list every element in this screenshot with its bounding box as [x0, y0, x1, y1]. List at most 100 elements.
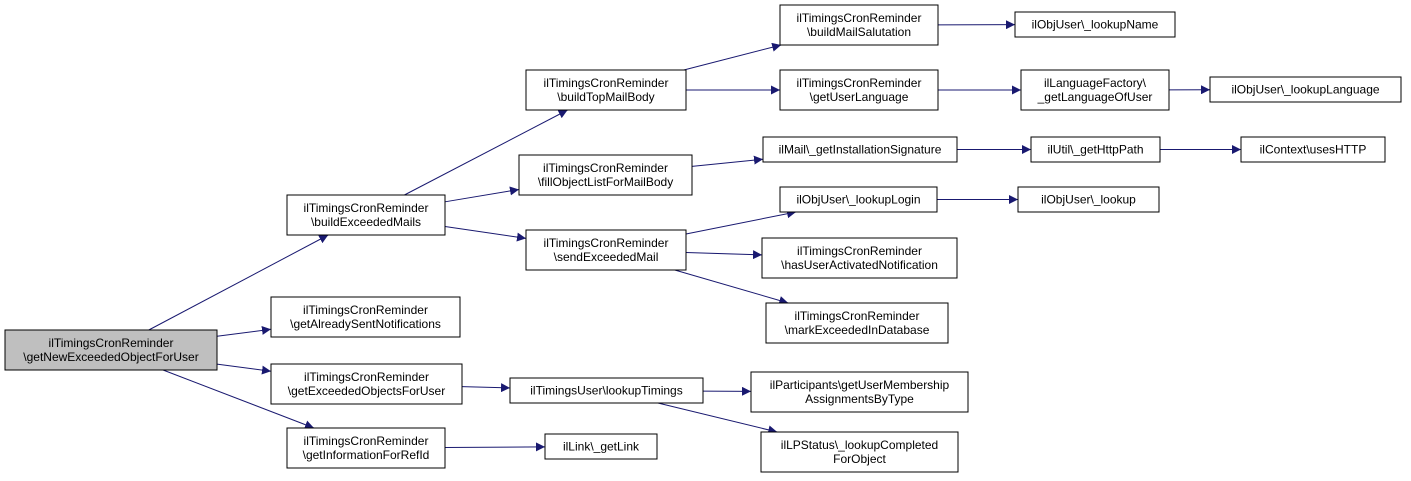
- edge-buildExceededMails-to-fillObjectList: [444, 186, 520, 203]
- node-box: [525, 229, 687, 271]
- node-box: [525, 69, 687, 111]
- node-label-line: ilObjUser\_lookupName: [1032, 18, 1159, 32]
- node-label-line: \markExceededInDatabase: [785, 323, 930, 337]
- node-lookupTimings[interactable]: ilTimingsUser\lookupTimings: [509, 377, 704, 404]
- node-label-line: \hasUserActivatedNotification: [781, 258, 938, 272]
- node-box: [779, 69, 939, 111]
- node-label-line: \buildMailSalutation: [807, 25, 911, 39]
- node-label-line: _getLanguageOfUser: [1037, 90, 1153, 104]
- node-usesHTTP[interactable]: ilContext\usesHTTP: [1240, 136, 1386, 163]
- node-box: [1030, 136, 1161, 163]
- node-getUserLanguage[interactable]: ilTimingsCronReminder\getUserLanguage: [779, 69, 939, 111]
- node-lookup[interactable]: ilObjUser\_lookup: [1017, 186, 1160, 213]
- node-label-line: \getUserLanguage: [810, 90, 909, 104]
- node-box: [760, 431, 959, 473]
- node-box: [286, 194, 446, 236]
- node-markExceeded[interactable]: ilTimingsCronReminder\markExceededInData…: [765, 302, 949, 344]
- node-buildMailSalutation[interactable]: ilTimingsCronReminder\buildMailSalutatio…: [779, 4, 939, 46]
- node-label-line: \getInformationForRefId: [303, 448, 430, 462]
- node-box: [544, 433, 658, 460]
- node-box: [779, 186, 938, 213]
- node-getInstallSig[interactable]: ilMail\_getInstallationSignature: [762, 136, 958, 163]
- node-label-line: ilMail\_getInstallationSignature: [779, 143, 942, 157]
- nodes-layer: ilTimingsCronReminder\getNewExceededObje…: [4, 4, 1402, 473]
- edge-sendExceededMail-to-lookupLogin: [685, 209, 797, 235]
- node-label-line: ilLink\_getLink: [563, 440, 640, 454]
- node-label-line: ilTimingsCronReminder: [797, 11, 922, 25]
- node-getHttpPath[interactable]: ilUtil\_getHttpPath: [1030, 136, 1161, 163]
- node-label-line: ilTimingsCronReminder: [543, 161, 668, 175]
- edge-buildTopMailBody-to-buildMailSalutation: [683, 42, 782, 71]
- node-label-line: ilUtil\_getHttpPath: [1047, 143, 1143, 157]
- node-label-line: ilObjUser\_lookupLanguage: [1231, 83, 1379, 97]
- edge-root-to-getInfoForRefId: [162, 369, 315, 429]
- edge-buildExceededMails-to-buildTopMailBody: [404, 109, 568, 196]
- node-label-line: ilObjUser\_lookup: [1041, 193, 1136, 207]
- node-lookupLanguage[interactable]: ilObjUser\_lookupLanguage: [1209, 76, 1402, 103]
- node-label-line: \buildExceededMails: [311, 215, 421, 229]
- node-label-line: \buildTopMailBody: [557, 90, 654, 104]
- edge-fillObjectList-to-getInstallSig: [691, 155, 764, 167]
- node-box: [518, 154, 693, 196]
- node-label-line: ilTimingsCronReminder: [303, 303, 428, 317]
- node-label-line: ilContext\usesHTTP: [1260, 143, 1367, 157]
- node-label-line: \getNewExceededObjectForUser: [23, 350, 198, 364]
- node-box: [1240, 136, 1386, 163]
- node-box: [286, 427, 446, 469]
- node-label-line: ilTimingsCronReminder: [797, 244, 922, 258]
- node-sendExceededMail[interactable]: ilTimingsCronReminder\sendExceededMail: [525, 229, 687, 271]
- node-box: [761, 237, 958, 279]
- node-buildExceededMails[interactable]: ilTimingsCronReminder\buildExceededMails: [286, 194, 446, 236]
- edge-getExceededObjects-to-lookupTimings: [461, 383, 511, 393]
- node-label-line: ilTimingsCronReminder: [797, 76, 922, 90]
- node-label-line: ilTimingsUser\lookupTimings: [530, 384, 682, 398]
- node-box: [509, 377, 704, 404]
- node-getLanguageOfUser[interactable]: ilLanguageFactory\_getLanguageOfUser: [1020, 69, 1170, 111]
- node-label-line: ilTimingsCronReminder: [304, 201, 429, 215]
- node-fillObjectList[interactable]: ilTimingsCronReminder\fillObjectListForM…: [518, 154, 693, 196]
- node-getUserMembership[interactable]: ilParticipants\getUserMembershipAssignme…: [750, 371, 969, 413]
- node-label-line: ilParticipants\getUserMembership: [770, 378, 950, 392]
- node-label-line: ilObjUser\_lookupLogin: [796, 193, 920, 207]
- node-box: [1017, 186, 1160, 213]
- node-box: [270, 363, 463, 405]
- edge-sendExceededMail-to-markExceeded: [674, 269, 789, 305]
- node-label-line: \getAlreadySentNotifications: [290, 317, 441, 331]
- edge-getInfoForRefId-to-getLink: [444, 442, 546, 452]
- node-box: [4, 329, 218, 371]
- node-label-line: AssignmentsByType: [805, 392, 914, 406]
- node-label-line: \sendExceededMail: [554, 250, 659, 264]
- edges-layer: [148, 20, 1241, 452]
- edge-root-to-getAlreadySent: [216, 325, 272, 337]
- node-buildTopMailBody[interactable]: ilTimingsCronReminder\buildTopMailBody: [525, 69, 687, 111]
- node-box: [750, 371, 969, 413]
- node-label-line: ilTimingsCronReminder: [304, 434, 429, 448]
- node-label-line: ilLanguageFactory\: [1044, 76, 1147, 90]
- edge-root-to-buildExceededMails: [148, 234, 329, 331]
- edge-buildExceededMails-to-sendExceededMail: [444, 226, 527, 242]
- node-getAlreadySent[interactable]: ilTimingsCronReminder\getAlreadySentNoti…: [270, 296, 461, 338]
- node-lookupName[interactable]: ilObjUser\_lookupName: [1014, 11, 1176, 38]
- node-box: [1014, 11, 1176, 38]
- node-box: [1209, 76, 1402, 103]
- node-getLink[interactable]: ilLink\_getLink: [544, 433, 658, 460]
- node-label-line: ForObject: [833, 452, 886, 466]
- node-getInfoForRefId[interactable]: ilTimingsCronReminder\getInformationForR…: [286, 427, 446, 469]
- node-getExceededObjects[interactable]: ilTimingsCronReminder\getExceededObjects…: [270, 363, 463, 405]
- node-label-line: ilTimingsCronReminder: [49, 336, 174, 350]
- node-box: [779, 4, 939, 46]
- node-label-line: ilLPStatus\_lookupCompleted: [781, 438, 938, 452]
- node-label-line: ilTimingsCronReminder: [544, 76, 669, 90]
- node-box: [1020, 69, 1170, 111]
- node-label-line: ilTimingsCronReminder: [544, 236, 669, 250]
- node-root[interactable]: ilTimingsCronReminder\getNewExceededObje…: [4, 329, 218, 371]
- node-label-line: ilTimingsCronReminder: [795, 309, 920, 323]
- node-hasUserActivated[interactable]: ilTimingsCronReminder\hasUserActivatedNo…: [761, 237, 958, 279]
- node-label-line: \getExceededObjectsForUser: [288, 384, 445, 398]
- node-box: [270, 296, 461, 338]
- node-box: [762, 136, 958, 163]
- node-lookupLogin[interactable]: ilObjUser\_lookupLogin: [779, 186, 938, 213]
- node-box: [765, 302, 949, 344]
